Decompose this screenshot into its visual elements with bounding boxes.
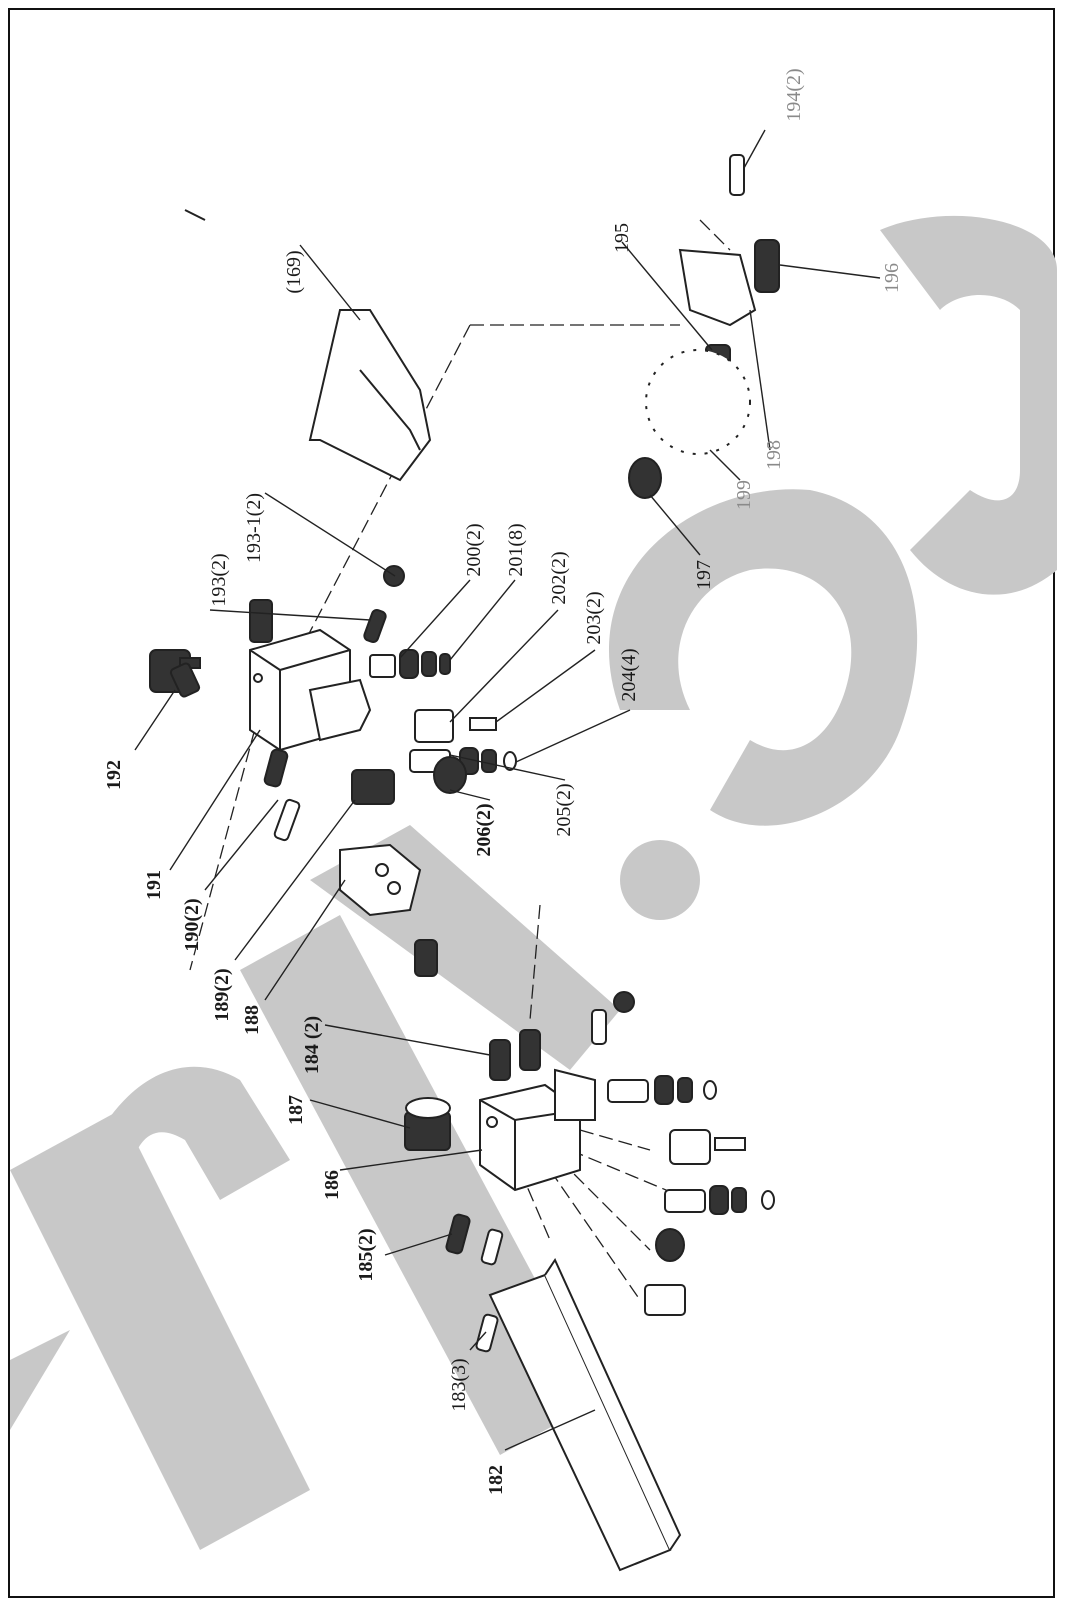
label-191: 191 [143,870,165,900]
label-192: 192 [103,760,125,790]
label-169: (169) [283,250,305,293]
label-187: 187 [285,1095,307,1125]
label-184: 184 (2) [301,1016,323,1074]
label-185: 185(2) [355,1228,377,1281]
label-205: 205(2) [553,783,575,836]
label-206: 206(2) [473,803,495,856]
callout-labels: (169) 192 193-1(2) 193(2) 200(2) 201(8) … [103,68,903,1495]
label-193: 193(2) [208,553,230,606]
parts [149,154,780,1572]
label-188: 188 [241,1005,263,1035]
label-200: 200(2) [463,523,485,576]
label-203: 203(2) [583,591,605,644]
label-190: 190(2) [181,898,203,951]
label-193-1: 193-1(2) [243,493,265,563]
leader-lines [134,129,881,1451]
label-199: 199 [733,480,755,510]
label-197: 197 [693,560,715,590]
label-182: 182 [485,1465,507,1495]
label-201: 201(8) [505,523,527,576]
label-202: 202(2) [548,551,570,604]
label-189: 189(2) [211,968,233,1021]
label-196: 196 [881,263,903,293]
parts-diagram: (169) 192 193-1(2) 193(2) 200(2) 201(8) … [10,68,1057,1572]
label-194: 194(2) [783,68,805,121]
label-198: 198 [763,440,785,470]
label-186: 186 [321,1170,343,1200]
label-204: 204(4) [618,648,640,701]
label-195: 195 [611,223,633,253]
label-183: 183(3) [448,1358,470,1411]
diagram-frame: (169) 192 193-1(2) 193(2) 200(2) 201(8) … [8,8,1057,1598]
